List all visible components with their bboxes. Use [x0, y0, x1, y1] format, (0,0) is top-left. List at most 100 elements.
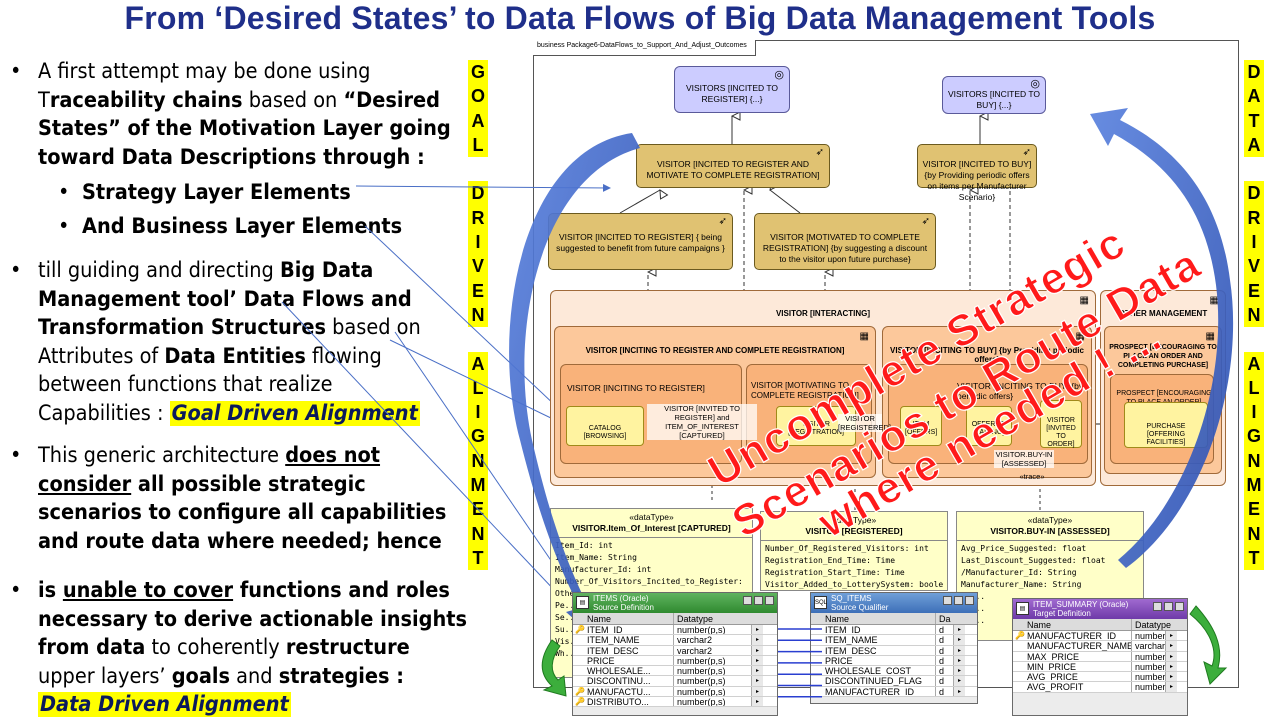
close-icon[interactable]: [1175, 602, 1184, 611]
target-definition-window[interactable]: ▤ ITEM_SUMMARY (Oracle) Target Definitio…: [1012, 598, 1188, 716]
port-icon[interactable]: ▸: [751, 645, 763, 655]
port-icon[interactable]: ▸: [953, 655, 965, 666]
port-icon[interactable]: ▸: [953, 645, 965, 655]
table-row[interactable]: 🔑DISTRIBUTO...number(p,s)▸: [573, 697, 777, 708]
bullet-2: • till guiding and directing Big Data Ma…: [10, 257, 450, 428]
bullet-3-underline: does not consider: [38, 443, 381, 497]
pointer-line: [394, 331, 579, 601]
bullet-4-underline: unable to cover: [62, 578, 234, 603]
datatype-cell: number: [1131, 651, 1165, 661]
minimize-icon[interactable]: [943, 596, 952, 605]
vertical-letter: E: [468, 278, 488, 303]
sub-bullet-business-text: And Business Layer Elements: [82, 214, 403, 239]
port-icon[interactable]: ▸: [751, 697, 763, 707]
window-titlebar[interactable]: ▤ ITEMS (Oracle) Source Definition: [573, 593, 777, 613]
vertical-letter: R: [1244, 205, 1264, 231]
object-label: CATALOG [BROWSING]: [583, 425, 627, 440]
outcome-label: VISITOR [INCITED TO REGISTER] { being su…: [556, 232, 725, 253]
key-icon: [811, 687, 825, 696]
port-icon[interactable]: ▸: [1165, 672, 1177, 682]
port-icon[interactable]: ▸: [953, 676, 965, 686]
vertical-letter: R: [468, 205, 488, 231]
column-name-cell: ITEM_DESC: [825, 645, 877, 655]
port-icon[interactable]: ▸: [1165, 631, 1177, 641]
datatype-name: VISITOR [REGISTERED]: [805, 526, 903, 536]
port-icon[interactable]: ▸: [1165, 661, 1177, 672]
table-row[interactable]: MANUFACTURER_ID d▸: [811, 686, 977, 698]
minimize-icon[interactable]: [743, 596, 752, 605]
business-layer-title: VISITOR [INTERACTING]: [775, 309, 871, 318]
port-icon[interactable]: ▸: [751, 625, 763, 635]
maximize-icon[interactable]: [954, 596, 963, 605]
flow-label-invited: VISITOR [INVITED TO REGISTER] and ITEM_O…: [647, 404, 757, 440]
close-icon[interactable]: [765, 596, 774, 605]
port-icon[interactable]: ▸: [953, 635, 965, 645]
datatype-cell: number(p,s): [673, 625, 751, 635]
port-icon[interactable]: ▸: [953, 666, 965, 676]
column-name: Name: [1027, 620, 1052, 630]
outcome-icon: ➶: [1022, 147, 1031, 158]
object-label: VISITOR [INVITED TO ORDER]: [1046, 417, 1076, 448]
port-icon[interactable]: ▸: [1165, 641, 1177, 651]
window-titlebar[interactable]: ▤ ITEM_SUMMARY (Oracle) Target Definitio…: [1013, 599, 1187, 619]
port-icon[interactable]: ▸: [1165, 682, 1177, 692]
window-titlebar[interactable]: SQL SQ_ITEMS Source Qualifier: [811, 593, 977, 613]
port-icon[interactable]: ▸: [1165, 651, 1177, 661]
close-icon[interactable]: [965, 596, 974, 605]
pointer-line: [364, 225, 577, 426]
datatype-cell: number(p,s): [673, 686, 751, 697]
outcome-label: VISITOR [INCITED TO BUY] {by Providing p…: [922, 159, 1032, 202]
port-icon[interactable]: ▸: [751, 655, 763, 666]
column-name-cell: MANUFACTURER_ID: [825, 686, 915, 697]
vertical-letter: M: [1244, 473, 1264, 498]
datatype-attribute: /Manufacturer_Id: String: [961, 568, 1077, 577]
datatype-cell: number: [1131, 672, 1165, 682]
port-icon[interactable]: ▸: [751, 635, 763, 645]
datatype-cell: d: [935, 686, 953, 697]
vertical-letter: A: [468, 108, 488, 133]
datatype-attribute: Avg_Price_Suggested: float: [961, 544, 1087, 553]
stereotype-label: «dataType»: [629, 512, 674, 522]
vertical-letter: L: [468, 132, 488, 158]
port-icon[interactable]: ▸: [751, 676, 763, 686]
table-row[interactable]: DISCONTINU...number(p,s)▸: [573, 676, 777, 687]
port-icon[interactable]: ▸: [751, 666, 763, 676]
target-icon: ◎: [774, 69, 784, 81]
maximize-icon[interactable]: [754, 596, 763, 605]
datatype-cell: d: [935, 676, 953, 686]
minimize-icon[interactable]: [1153, 602, 1162, 611]
port-icon[interactable]: ▸: [751, 686, 763, 697]
sub-bullet-business: • And Business Layer Elements: [10, 213, 460, 242]
table-row[interactable]: 🔑MANUFACTU...number(p,s)▸: [573, 686, 777, 698]
datatype-attribute: Manufacturer_Name: String: [961, 580, 1082, 589]
datatype-cell: number(p,s): [673, 676, 751, 686]
datatype-attribute: Wh...: [555, 649, 580, 658]
port-icon[interactable]: ▸: [953, 625, 965, 635]
maximize-icon[interactable]: [1164, 602, 1173, 611]
vertical-letter: L: [1244, 375, 1264, 401]
port-icon[interactable]: ▸: [953, 686, 965, 697]
table-row[interactable]: WHOLESALE...number(p,s)▸: [573, 666, 777, 677]
object-label: ITEM [OFFERS]: [905, 421, 938, 436]
